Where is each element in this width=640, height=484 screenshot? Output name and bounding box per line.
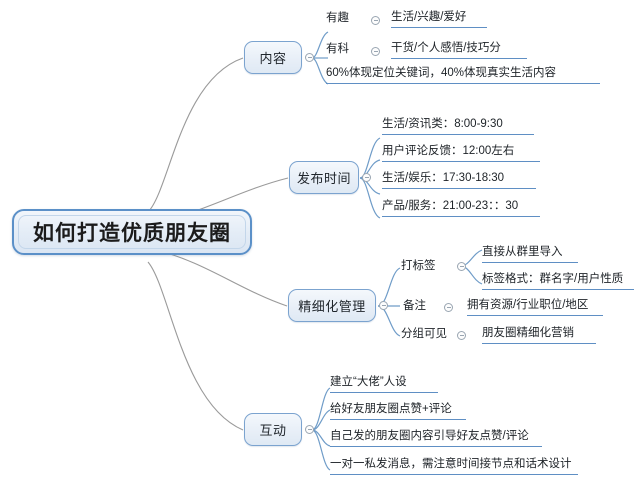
leaf-row[interactable]: 直接从群里导入 [482,245,578,263]
leaf-row[interactable]: 干货/个人感悟/技巧分 [391,41,527,59]
leaf-row[interactable]: 60%体现定位关键词，40%体现真实生活内容 [326,66,600,84]
leaf-row[interactable]: 用户评论反馈：12:00左右 [382,144,540,162]
leaf-row[interactable]: 自己发的朋友圈内容引导好友点赞/评论 [330,429,542,447]
leaf-row[interactable]: 标签格式：群名字/用户性质 [482,272,634,290]
sub-label-group-visibility: 分组可见 [401,328,447,340]
leaf-row[interactable]: 给好友朋友圈点赞+评论 [330,402,466,420]
collapse-toggle-icon[interactable] [379,301,388,310]
branch-node-refined-management[interactable]: 精细化管理 [288,289,376,322]
collapse-toggle-icon[interactable] [305,53,314,62]
branch-label: 内容 [259,51,287,66]
sub-label-tagging: 打标签 [401,260,436,272]
collapse-toggle-icon[interactable] [457,262,466,271]
sub-label-fun: 有趣 [326,12,349,24]
branch-node-interaction[interactable]: 互动 [244,413,302,446]
leaf-row[interactable]: 产品/服务：21:00-23：：30 [382,199,540,217]
sub-label-remark: 备注 [403,300,426,312]
leaf-row[interactable]: 生活/资讯类：8:00-9:30 [382,117,534,135]
leaf-row[interactable]: 朋友圈精细化营销 [482,326,596,344]
sub-label-informative: 有科 [326,43,349,55]
collapse-toggle-icon[interactable] [371,16,380,25]
leaf-row[interactable]: 生活/兴趣/爱好 [391,10,487,28]
collapse-toggle-icon[interactable] [305,425,314,434]
branch-node-content[interactable]: 内容 [244,41,302,74]
center-node-label: 如何打造优质朋友圈 [33,222,231,245]
collapse-toggle-icon[interactable] [371,47,380,56]
collapse-toggle-icon[interactable] [362,173,371,182]
leaf-row[interactable]: 拥有资源/行业职位/地区 [467,298,603,316]
branch-label: 互动 [259,423,287,438]
leaf-row[interactable]: 建立“大佬”人设 [330,375,438,393]
branch-label: 精细化管理 [298,299,366,314]
branch-label: 发布时间 [296,171,351,186]
collapse-toggle-icon[interactable] [457,331,466,340]
collapse-toggle-icon[interactable] [444,303,453,312]
branch-node-publish-time[interactable]: 发布时间 [289,161,359,194]
leaf-row[interactable]: 一对一私发消息，需注意时间接节点和话术设计 [330,457,578,475]
center-node[interactable]: 如何打造优质朋友圈 [12,209,252,255]
leaf-row[interactable]: 生活/娱乐：17:30-18:30 [382,171,536,189]
